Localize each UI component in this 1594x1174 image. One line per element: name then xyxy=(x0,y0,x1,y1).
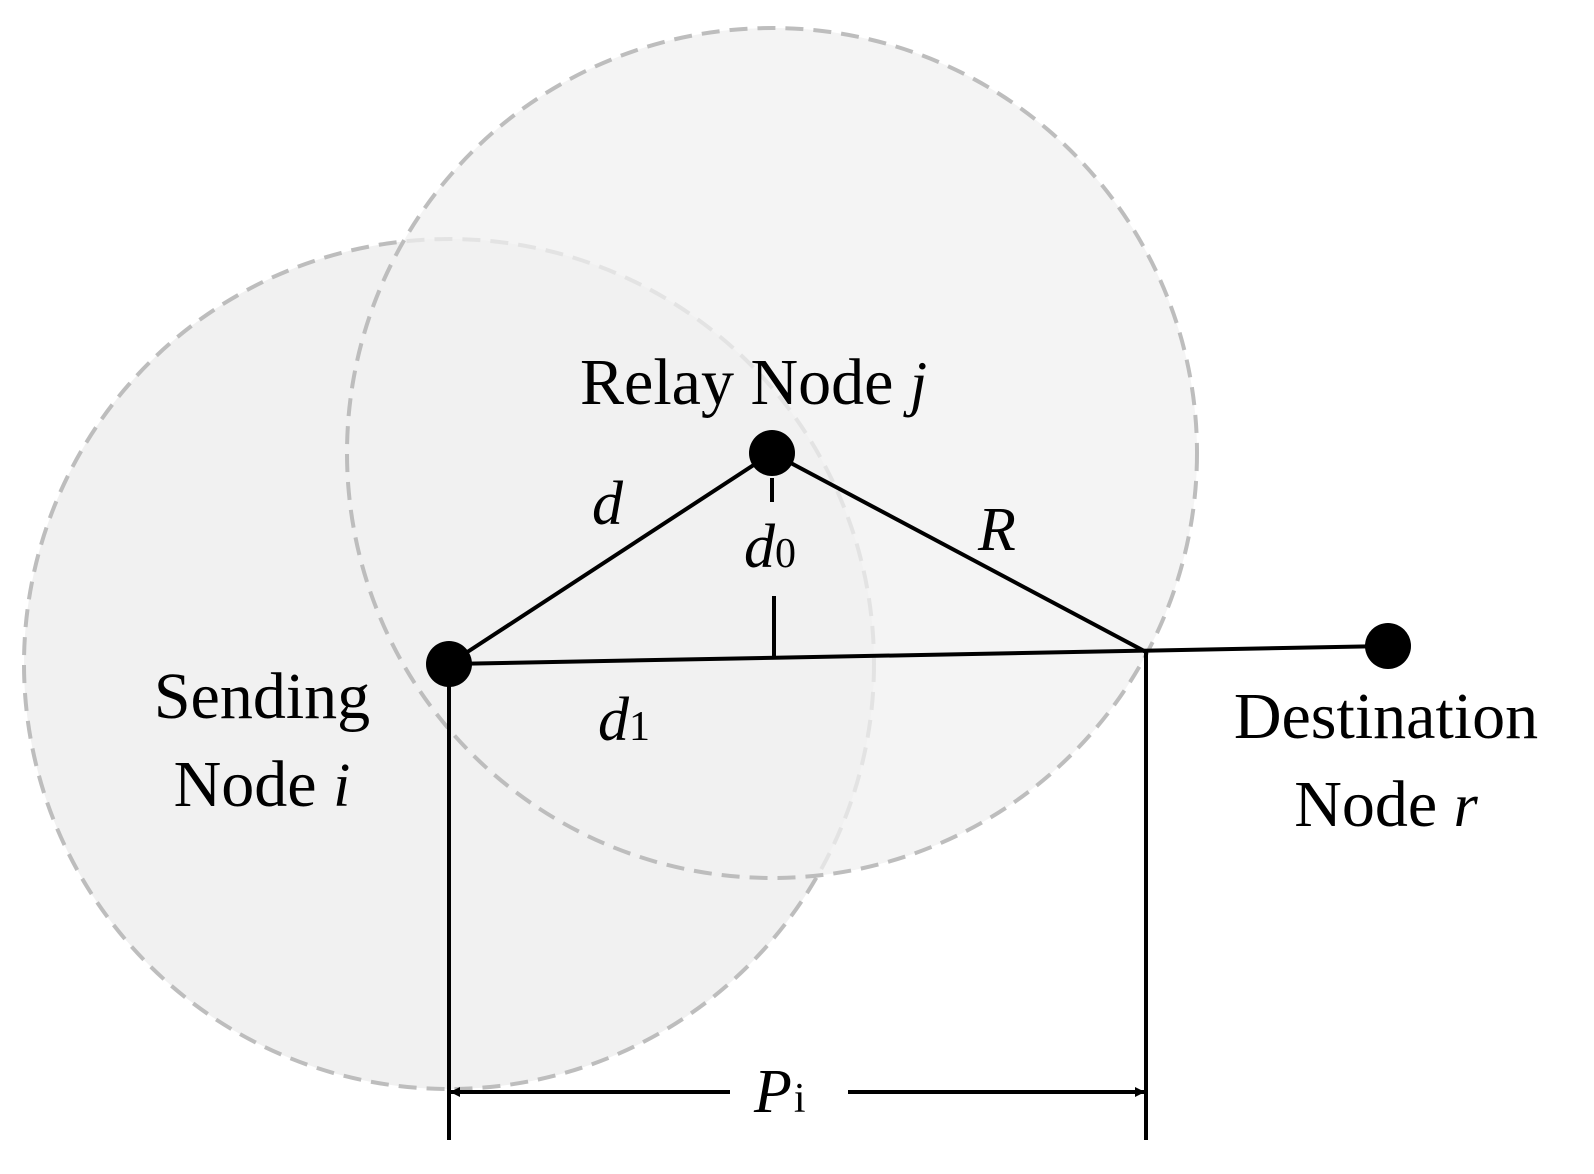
sending-node-label-line1: Sending xyxy=(154,660,370,733)
range-R-label: R xyxy=(977,496,1016,564)
range-R-line xyxy=(771,451,1147,654)
progress-Pi-label: Pi xyxy=(753,1058,806,1126)
distance-d1-label: d1 xyxy=(598,686,650,754)
sending-node-i xyxy=(426,641,472,687)
distance-d0-label: d0 xyxy=(744,513,796,581)
destination-node-r xyxy=(1365,623,1411,669)
distance-d-label: d xyxy=(592,470,624,538)
distance-d-line xyxy=(447,451,774,666)
relay-node-j xyxy=(749,430,795,476)
destination-node-label-line2: Node r xyxy=(1294,768,1478,841)
relay-node-label: Relay Node j xyxy=(580,346,927,419)
destination-node-label-line1: Destination xyxy=(1234,680,1538,753)
sending-node-label-line2: Node i xyxy=(174,748,351,821)
baseline-to-destination xyxy=(448,644,1389,666)
